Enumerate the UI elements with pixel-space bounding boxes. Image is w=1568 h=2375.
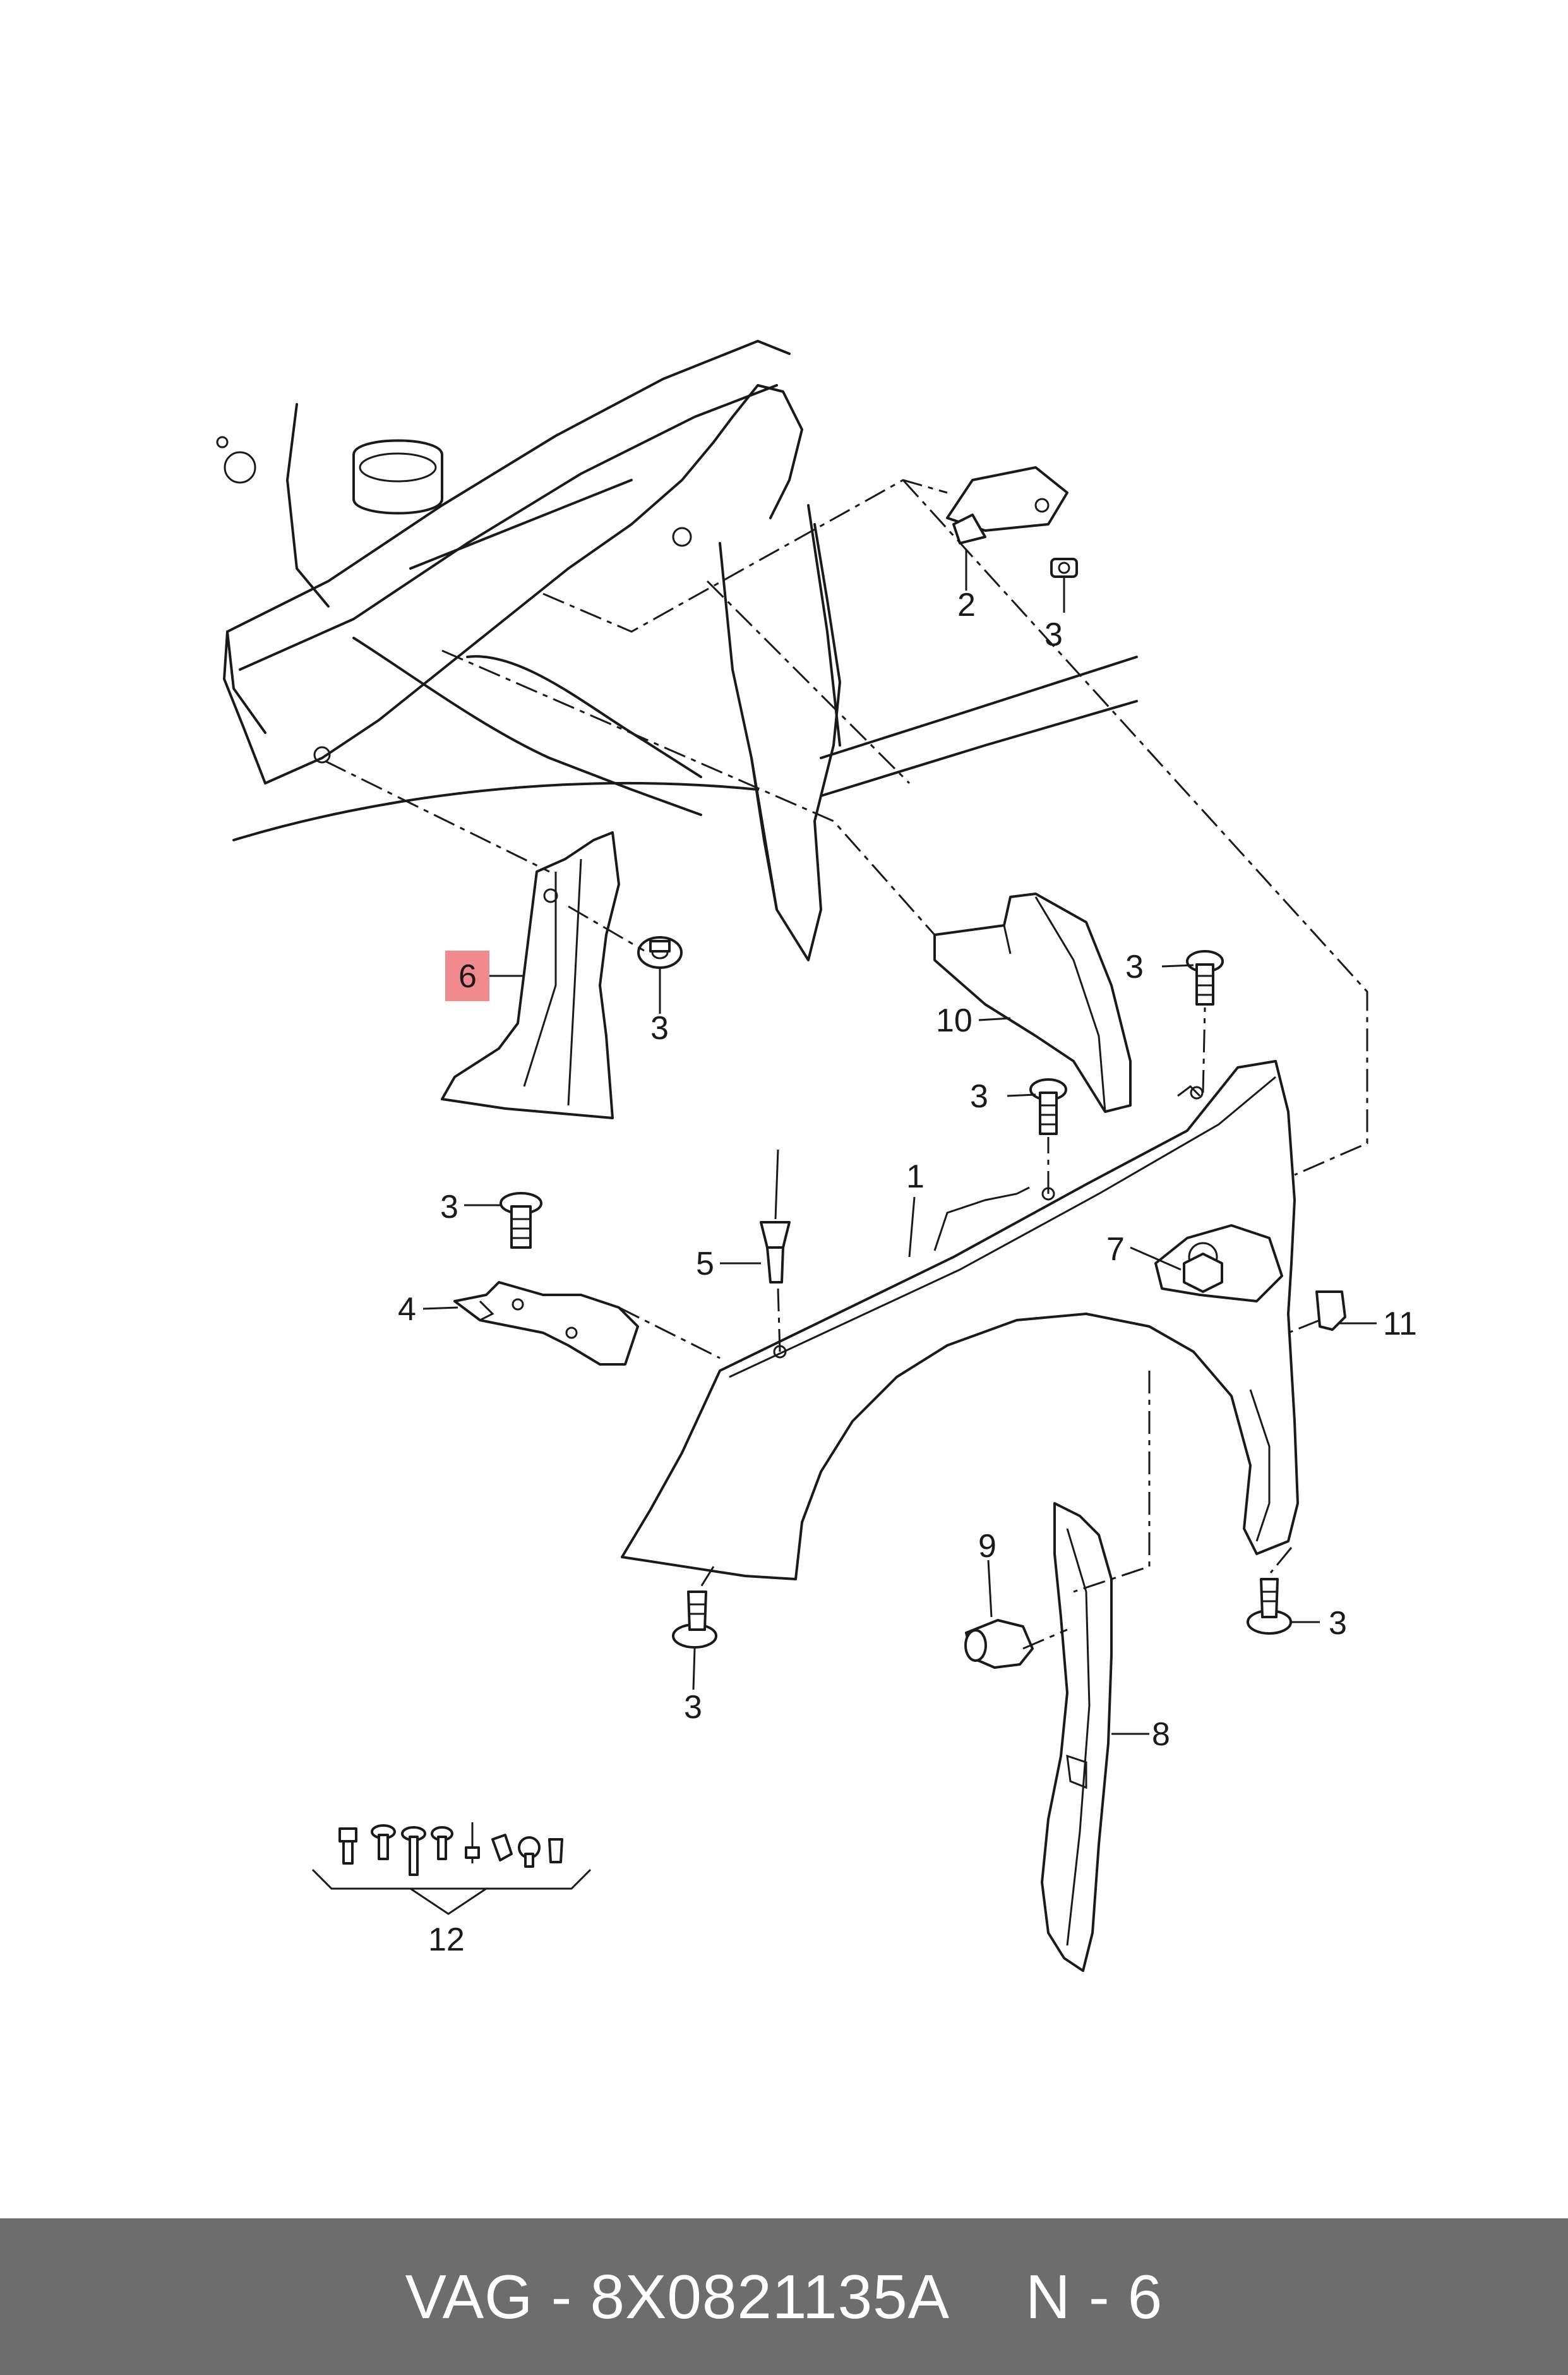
footer-text: VAG - 8X0821135A N - 6 <box>405 2261 1163 2333</box>
label-3-middle: 3 <box>970 1078 988 1115</box>
bracket-2 <box>946 466 1068 544</box>
bolt-3-right <box>1186 950 1224 1006</box>
bolt-3-bracket-6 <box>637 936 683 969</box>
bolt-3-4 <box>500 1192 542 1249</box>
fender-1 <box>621 1060 1299 1580</box>
label-5: 5 <box>696 1246 714 1282</box>
insulation-10 <box>933 893 1132 1113</box>
label-3-top: 3 <box>1044 616 1063 653</box>
nut-7 <box>1183 1253 1223 1293</box>
label-3-bottom-right: 3 <box>1329 1605 1347 1642</box>
label-3-bottom-left: 3 <box>684 1689 702 1726</box>
parts-diagram: 1 2 3 3 3 3 3 3 3 4 5 6 7 8 9 10 11 12 <box>216 340 1417 1972</box>
rivet-5 <box>760 1149 791 1284</box>
footer-part-number: 8X0821135A <box>590 2261 950 2331</box>
bolt-3-10 <box>1029 1078 1067 1135</box>
label-2: 2 <box>957 587 976 623</box>
leader-lines <box>422 550 1377 1735</box>
bolt-3-bottom-left <box>672 1590 717 1649</box>
footer-separator: - <box>533 2261 590 2331</box>
label-11: 11 <box>1383 1306 1417 1342</box>
assembly-lines <box>325 479 1368 1650</box>
highlight-box <box>445 951 489 1001</box>
footer-brand: VAG <box>405 2261 534 2331</box>
bracket-6 <box>441 831 620 1119</box>
bolt-3-top <box>1050 558 1078 578</box>
footer-bar: VAG - 8X0821135A N - 6 <box>0 2218 1568 2375</box>
liner-8 <box>1041 1502 1113 1972</box>
label-4: 4 <box>398 1291 416 1328</box>
label-12: 12 <box>428 1921 465 1958</box>
bolt-3-bottom-right <box>1247 1578 1292 1635</box>
body-structure <box>216 340 1138 961</box>
label-1: 1 <box>906 1158 925 1195</box>
fastener-kit-12 <box>311 1822 592 1915</box>
footer-position: N - 6 <box>1025 2261 1163 2331</box>
label-6: 6 <box>458 958 477 995</box>
label-10: 10 <box>936 1002 973 1039</box>
label-3-right: 3 <box>1125 949 1144 985</box>
label-3-left: 3 <box>440 1189 458 1225</box>
bracket-4 <box>453 1281 639 1366</box>
clip-9 <box>964 1619 1034 1669</box>
label-8: 8 <box>1152 1716 1170 1753</box>
label-9: 9 <box>978 1528 996 1565</box>
label-7: 7 <box>1106 1231 1125 1268</box>
label-3-bracket-6: 3 <box>650 1010 669 1047</box>
